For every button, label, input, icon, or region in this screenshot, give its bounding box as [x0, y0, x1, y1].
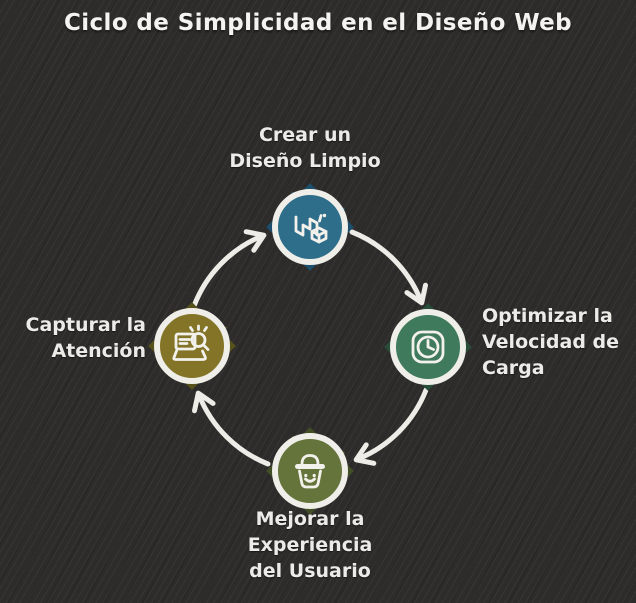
- node-clean-design: [255, 172, 365, 282]
- label-line: Experiencia: [247, 534, 373, 556]
- node-circle: [272, 433, 348, 509]
- isometric-cube-logo-icon: [294, 213, 328, 244]
- label-line: Atención: [51, 340, 146, 362]
- clock-icon: [411, 330, 445, 364]
- node-label-clean-design: Crear un Diseño Limpio: [195, 122, 415, 174]
- label-line: Velocidad de: [482, 331, 620, 353]
- arrow-bottom-to-left: [192, 390, 271, 467]
- page-title: Ciclo de Simplicidad en el Diseño Web: [63, 10, 573, 36]
- label-line: Diseño Limpio: [229, 150, 381, 172]
- arrow-right-to-bottom: [353, 387, 429, 466]
- label-line: Optimizar la: [482, 305, 613, 327]
- node-user-experience: [255, 416, 365, 526]
- arrow-left-to-top: [191, 229, 267, 309]
- laptop-search-icon: [172, 324, 210, 361]
- node-circle: [154, 308, 230, 384]
- label-line: del Usuario: [249, 560, 371, 582]
- node-capture-attention: [137, 291, 247, 401]
- arrow-top-to-right: [349, 229, 428, 306]
- node-label-capture-attention: Capturar la Atención: [8, 312, 147, 364]
- label-line: Capturar la: [25, 314, 147, 336]
- node-label-user-experience: Mejorar la Experiencia del Usuario: [200, 506, 420, 584]
- label-line: Carga: [482, 357, 545, 379]
- smiling-user-hat-icon: [295, 454, 325, 489]
- label-line: Mejorar la: [255, 508, 365, 530]
- node-load-speed: [373, 292, 483, 402]
- label-line: Crear un: [258, 124, 352, 146]
- node-label-load-speed: Optimizar la Velocidad de Carga: [482, 303, 632, 381]
